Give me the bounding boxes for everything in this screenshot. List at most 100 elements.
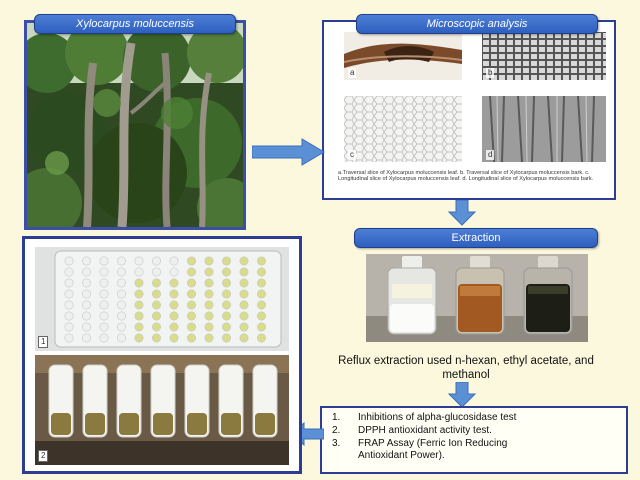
- microplate-well: [187, 278, 197, 288]
- microplate-well: [117, 278, 127, 288]
- microplate-well: [117, 322, 127, 332]
- photo-2-label: 2: [38, 450, 49, 462]
- tube-liquid: [119, 413, 139, 435]
- microplate-well: [239, 311, 249, 321]
- microplate-well: [64, 300, 74, 310]
- microplate-well: [99, 289, 109, 299]
- assay-number: 1.: [332, 412, 341, 423]
- results-panel: 1 2: [22, 236, 302, 474]
- microplate-well: [81, 289, 91, 299]
- micrograph-a: a: [344, 32, 462, 80]
- arrow-down-icon: [448, 200, 476, 226]
- assays-panel: 1. Inhibitions of alpha-glucosidase test…: [320, 406, 628, 474]
- microplate-well: [134, 311, 144, 321]
- arrow-down-icon: [448, 382, 476, 408]
- microplate-well: [81, 267, 91, 277]
- microplate-well: [187, 311, 197, 321]
- microplate-well: [169, 289, 179, 299]
- extraction-title: Extraction: [354, 228, 598, 248]
- microplate-well: [64, 256, 74, 266]
- microplate-well: [239, 278, 249, 288]
- microplate-well: [239, 322, 249, 332]
- mangrove-tree-photo: [27, 23, 243, 227]
- microplate-well: [204, 300, 214, 310]
- microplate-well: [152, 278, 162, 288]
- microplate-well: [257, 322, 267, 332]
- microplate-well: [222, 333, 232, 343]
- arrow-right-icon: [252, 138, 325, 166]
- microplate-well: [99, 333, 109, 343]
- extraction-bottles-photo: [366, 254, 588, 342]
- micrograph-a-label: a: [348, 68, 357, 78]
- microplate-well: [257, 289, 267, 299]
- microplate-well: [169, 333, 179, 343]
- microplate-well: [187, 322, 197, 332]
- extraction-description: Reflux extraction used n-hexan, ethyl ac…: [338, 355, 594, 381]
- microscopic-caption: a.Traversal slice of Xylocarpus moluccen…: [338, 170, 594, 183]
- microplate-well: [239, 333, 249, 343]
- microplate-well: [169, 322, 179, 332]
- microplate-well: [99, 278, 109, 288]
- microplate-well: [239, 289, 249, 299]
- assay-item-dpph: DPPH antioxidant activity test.: [358, 425, 492, 436]
- microplate-well: [134, 333, 144, 343]
- assay-item-alpha-glucosidase: Inhibitions of alpha-glucosidase test: [358, 412, 517, 423]
- microplate-well: [81, 300, 91, 310]
- microplate-well: [81, 322, 91, 332]
- microplate-well: [187, 333, 197, 343]
- microplate-well: [99, 311, 109, 321]
- tube-liquid: [85, 413, 105, 435]
- microplate-well: [222, 311, 232, 321]
- microplate-well: [134, 278, 144, 288]
- micrograph-d: d: [482, 96, 606, 162]
- microplate-well: [134, 322, 144, 332]
- micrograph-d-label: d: [486, 150, 495, 160]
- microplate-photo: 1: [35, 247, 289, 351]
- microplate-well: [257, 256, 267, 266]
- microscopic-title: Microscopic analysis: [356, 14, 598, 34]
- microplate-well: [81, 333, 91, 343]
- microplate-well: [99, 267, 109, 277]
- microplate-well: [204, 289, 214, 299]
- assay-number: 3.: [332, 438, 341, 449]
- microplate-well: [152, 333, 162, 343]
- microplate-well: [117, 267, 127, 277]
- microplate-well: [204, 267, 214, 277]
- microplate-well: [204, 322, 214, 332]
- microplate-well: [117, 300, 127, 310]
- microplate-well: [257, 300, 267, 310]
- assay-item-frap: FRAP Assay (Ferric Ion Reducing Antioxid…: [358, 438, 508, 461]
- microplate-well: [187, 267, 197, 277]
- microplate-well: [64, 322, 74, 332]
- microplate-well: [134, 289, 144, 299]
- microplate-well: [204, 256, 214, 266]
- plant-panel: [24, 20, 246, 230]
- microplate-well: [204, 333, 214, 343]
- microscopic-panel: a b c: [322, 20, 616, 200]
- microplate-well: [222, 289, 232, 299]
- microplate-well: [152, 267, 162, 277]
- microplate-well: [204, 311, 214, 321]
- microplate-well: [134, 267, 144, 277]
- microplate-well: [187, 256, 197, 266]
- microplate-well: [187, 289, 197, 299]
- microplate-well: [81, 278, 91, 288]
- microplate-well: [117, 311, 127, 321]
- microplate-well: [99, 322, 109, 332]
- microplate-well: [257, 311, 267, 321]
- micrograph-c-label: c: [348, 150, 356, 160]
- microplate-well: [134, 256, 144, 266]
- microplate-well: [222, 256, 232, 266]
- microplate-well: [152, 322, 162, 332]
- microplate-well: [222, 267, 232, 277]
- microplate-well: [222, 300, 232, 310]
- microplate-well: [169, 311, 179, 321]
- microplate-well: [222, 322, 232, 332]
- microplate-well: [239, 300, 249, 310]
- microplate-well: [64, 289, 74, 299]
- microplate-well: [239, 267, 249, 277]
- microplate-well: [169, 267, 179, 277]
- microplate-well: [117, 289, 127, 299]
- microplate-well: [64, 267, 74, 277]
- microplate-well: [64, 311, 74, 321]
